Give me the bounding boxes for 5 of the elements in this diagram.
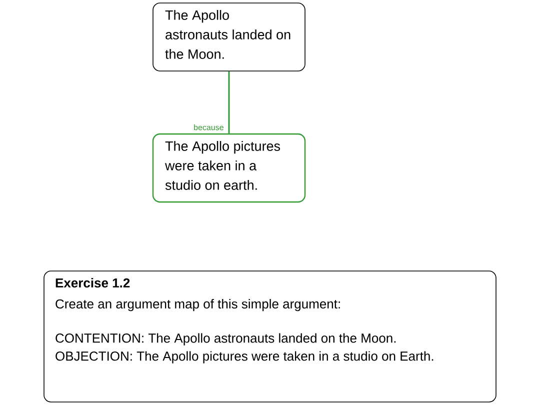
exercise-box: Exercise 1.2 Create an argument map of this simple argument: CONTENTION: The Apollo astronauts landed on the Moon. OBJECTION: The Apollo pictures were taken in a studio on Earth. bbox=[44, 270, 496, 402]
edge-label: because bbox=[194, 124, 224, 130]
reason-box: The Apollo pictures were taken in a studio on earth. bbox=[152, 133, 306, 203]
claim-box: The Apollo astronauts landed on the Moon. bbox=[152, 2, 306, 72]
connector-line bbox=[228, 71, 230, 134]
